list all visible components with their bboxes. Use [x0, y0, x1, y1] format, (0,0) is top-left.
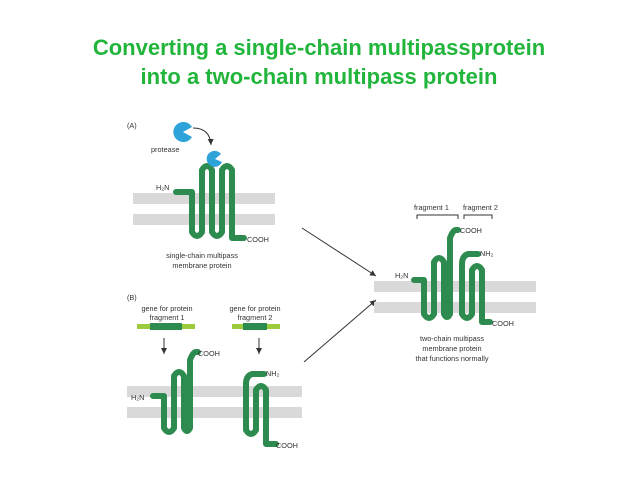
gene2-label-line-1: gene for protein — [229, 304, 280, 313]
result-cooh-bottom: COOH — [492, 319, 514, 328]
panel-a-caption-line-2: membrane protein — [172, 261, 231, 270]
gene1-label-line-2: fragment 1 — [150, 313, 185, 322]
fragment-1-nterm: H₂N — [131, 393, 144, 402]
arrow-from-panel-b — [304, 300, 376, 362]
protease-on-loop-icon — [207, 151, 222, 167]
fragment-2-nterm: NH₂ — [266, 369, 280, 378]
fragment-2-bracket — [464, 215, 492, 219]
membrane-band-top-result — [374, 281, 536, 292]
result-nterm: H₂N — [395, 271, 408, 280]
fragment-1-bracket-label: fragment 1 — [414, 203, 449, 212]
result-caption-line-3: that functions normally — [415, 354, 488, 363]
fragment-1-cterm: COOH — [198, 349, 220, 358]
panel-a-nterm: H₂N — [156, 183, 169, 192]
panel-a-caption-line-1: single-chain multipass — [166, 251, 238, 260]
result-caption-line-1: two-chain multipass — [420, 334, 484, 343]
result-cooh-top: COOH — [460, 226, 482, 235]
fragment-2-bracket-label: fragment 2 — [463, 203, 498, 212]
membrane-band-bottom-b — [127, 407, 302, 418]
gene1-coding-region — [150, 323, 182, 330]
membrane-band-bottom-result — [374, 302, 536, 313]
panel-a-cterm: COOH — [247, 235, 269, 244]
gene1-label-line-1: gene for protein — [141, 304, 192, 313]
fragment-2-cterm: COOH — [276, 441, 298, 450]
result-nh2: NH₂ — [480, 249, 494, 258]
panel-a-tag: (A) — [127, 121, 137, 130]
gene2-label-line-2: fragment 2 — [238, 313, 273, 322]
panel-b-tag: (B) — [127, 293, 137, 302]
protease-icon — [173, 122, 192, 142]
gene2-coding-region — [243, 323, 267, 330]
protease-arrow — [193, 128, 211, 145]
fragment-1-bracket — [417, 215, 458, 219]
protease-label: protease — [151, 145, 179, 154]
arrow-from-panel-a — [302, 228, 376, 276]
result-caption-line-2: membrane protein — [422, 344, 481, 353]
